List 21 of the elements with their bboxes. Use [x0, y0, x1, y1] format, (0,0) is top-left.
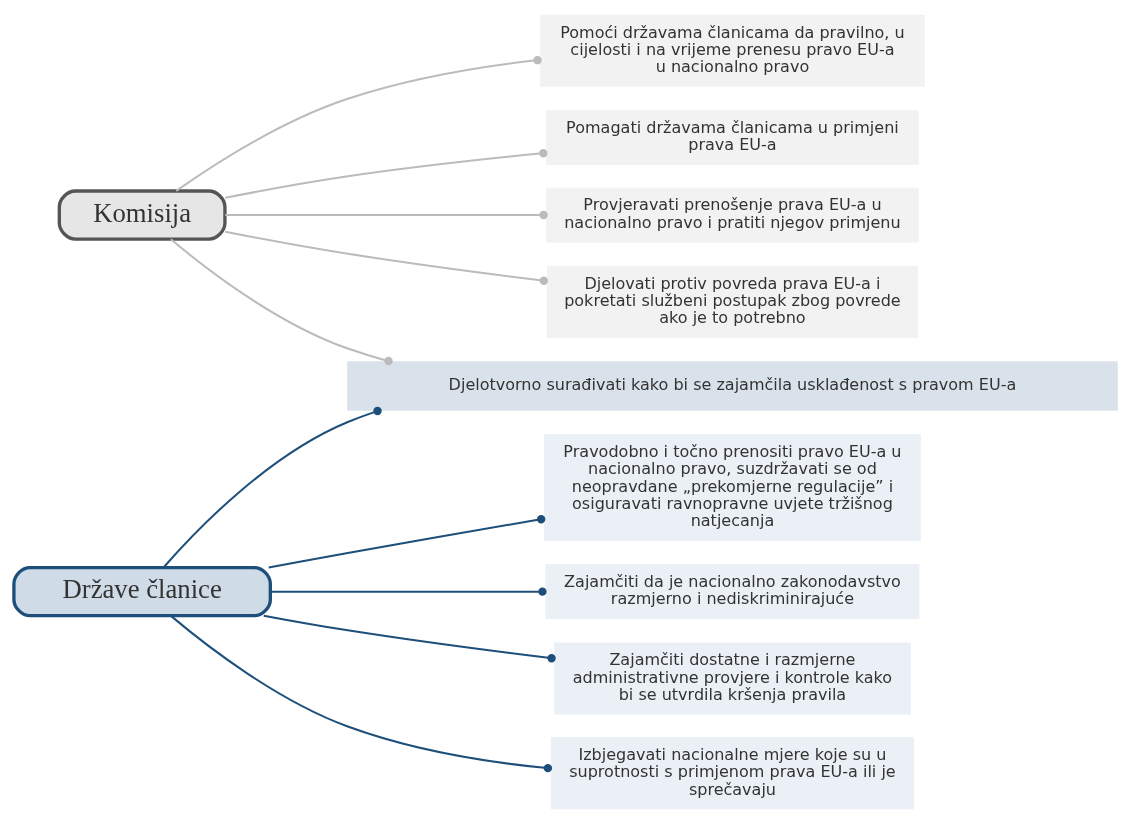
connector — [169, 614, 553, 773]
node-box: Djelotvorno surađivati kako bi se zajamčila usklađenost s pravom EU-a — [347, 361, 1118, 411]
node-box: Komisija — [57, 189, 227, 241]
node-box: Zajamčiti da je nacionalno zakonodavstvo razmjerno i nediskriminirajuće — [545, 564, 920, 619]
node-box: Države članice — [12, 565, 272, 618]
node-box: Izbjegavati nacionalne mjere koje su u suprotnosti s primjenom prava EU-a ili je sprečavaju — [550, 737, 915, 810]
connector — [267, 515, 546, 569]
connector — [269, 587, 547, 596]
connector — [162, 406, 382, 569]
node-box: Pravodobno i točno prenositi pravo EU-a u nacionalno pravo, suzdržavati se od neopravdane „prekomjerne regulacije” i osiguravati ravnopravne uvjete tržišnog natjecanja — [544, 434, 921, 541]
node-box: Pomoći državama članicama da pravilno, u cijelosti i na vrijeme prenesu pravo EU-a u nacionalno pravo — [540, 14, 925, 87]
node-box: Pomagati državama članicama u primjeni prava EU-a — [546, 110, 919, 165]
connector — [224, 149, 548, 199]
connector — [169, 238, 393, 366]
connector — [224, 230, 549, 285]
node-box: Zajamčiti dostatne i razmjerne administrativne provjere i kontrole kako bi se utvrdila kršenja pravila — [554, 642, 911, 715]
node-box: Provjeravati prenošenje prava EU-a u nacionalno pravo i pratiti njegov primjenu — [546, 187, 919, 243]
connector — [175, 55, 542, 192]
connector — [262, 614, 556, 663]
node-box: Djelovati protiv povreda prava EU-a i pokretati službeni postupak zbog povrede ako je to potrebno — [546, 265, 919, 338]
connector — [224, 210, 548, 220]
